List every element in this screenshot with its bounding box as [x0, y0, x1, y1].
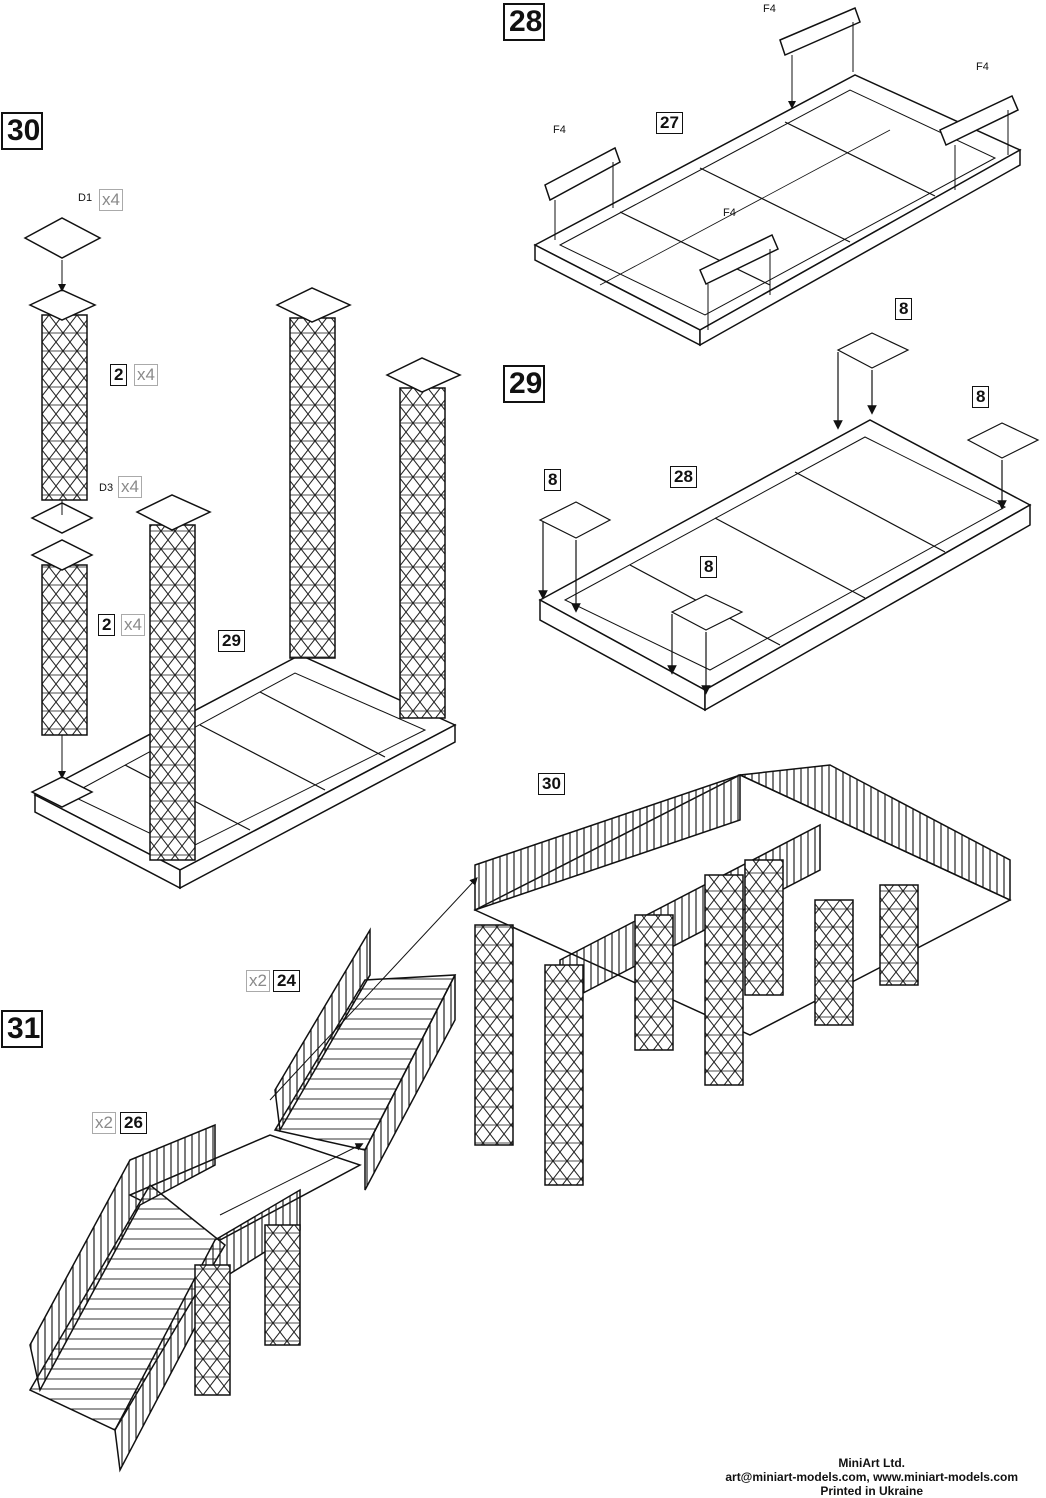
step-30-frame	[33, 654, 457, 890]
ref-f4-label: F4	[553, 124, 566, 136]
printed-note: Printed in Ukraine	[820, 1484, 924, 1498]
f4-beams	[544, 6, 1019, 330]
ref-f4-label: F4	[976, 61, 989, 73]
ref-f4-label: F4	[763, 3, 776, 15]
part-2-label: 2	[110, 364, 128, 386]
quantity-marker: x4	[99, 189, 123, 211]
step-29-number: 29	[503, 365, 545, 403]
truss-columns	[23, 217, 462, 861]
quantity-marker: x2	[92, 1112, 116, 1134]
step-29-frame	[538, 419, 1032, 712]
part-28-label: 28	[670, 466, 697, 488]
step-30-number: 30	[1, 112, 43, 150]
step-28-frame	[533, 74, 1022, 347]
quantity-marker: x2	[246, 970, 270, 992]
quantity-marker: x4	[118, 476, 142, 498]
part-8-label: 8	[895, 298, 913, 320]
part-26-label: 26	[120, 1112, 147, 1134]
ref-d1-label: D1	[78, 192, 93, 204]
step-28-number: 28	[503, 3, 545, 41]
quantity-marker: x4	[121, 614, 145, 636]
part-8-label: 8	[700, 556, 718, 578]
publisher-footer: MiniArt Ltd. art@miniart-models.com, www…	[725, 1456, 1018, 1498]
step-31-number: 31	[1, 1010, 43, 1048]
base-plates	[538, 332, 1040, 695]
part-30-label: 30	[538, 773, 565, 795]
step-31-walkway	[28, 764, 1012, 1473]
part-2-label: 2	[98, 614, 116, 636]
quantity-marker: x4	[134, 364, 158, 386]
ref-d3-label: D3	[99, 482, 114, 494]
ref-f4-label: F4	[723, 207, 736, 219]
contact-info: art@miniart-models.com, www.miniart-mode…	[725, 1470, 1018, 1484]
part-24-label: 24	[273, 970, 300, 992]
part-29-label: 29	[218, 630, 245, 652]
company-name: MiniArt Ltd.	[838, 1456, 905, 1470]
part-8-label: 8	[972, 386, 990, 408]
part-8-label: 8	[544, 469, 562, 491]
part-27-label: 27	[656, 112, 683, 134]
